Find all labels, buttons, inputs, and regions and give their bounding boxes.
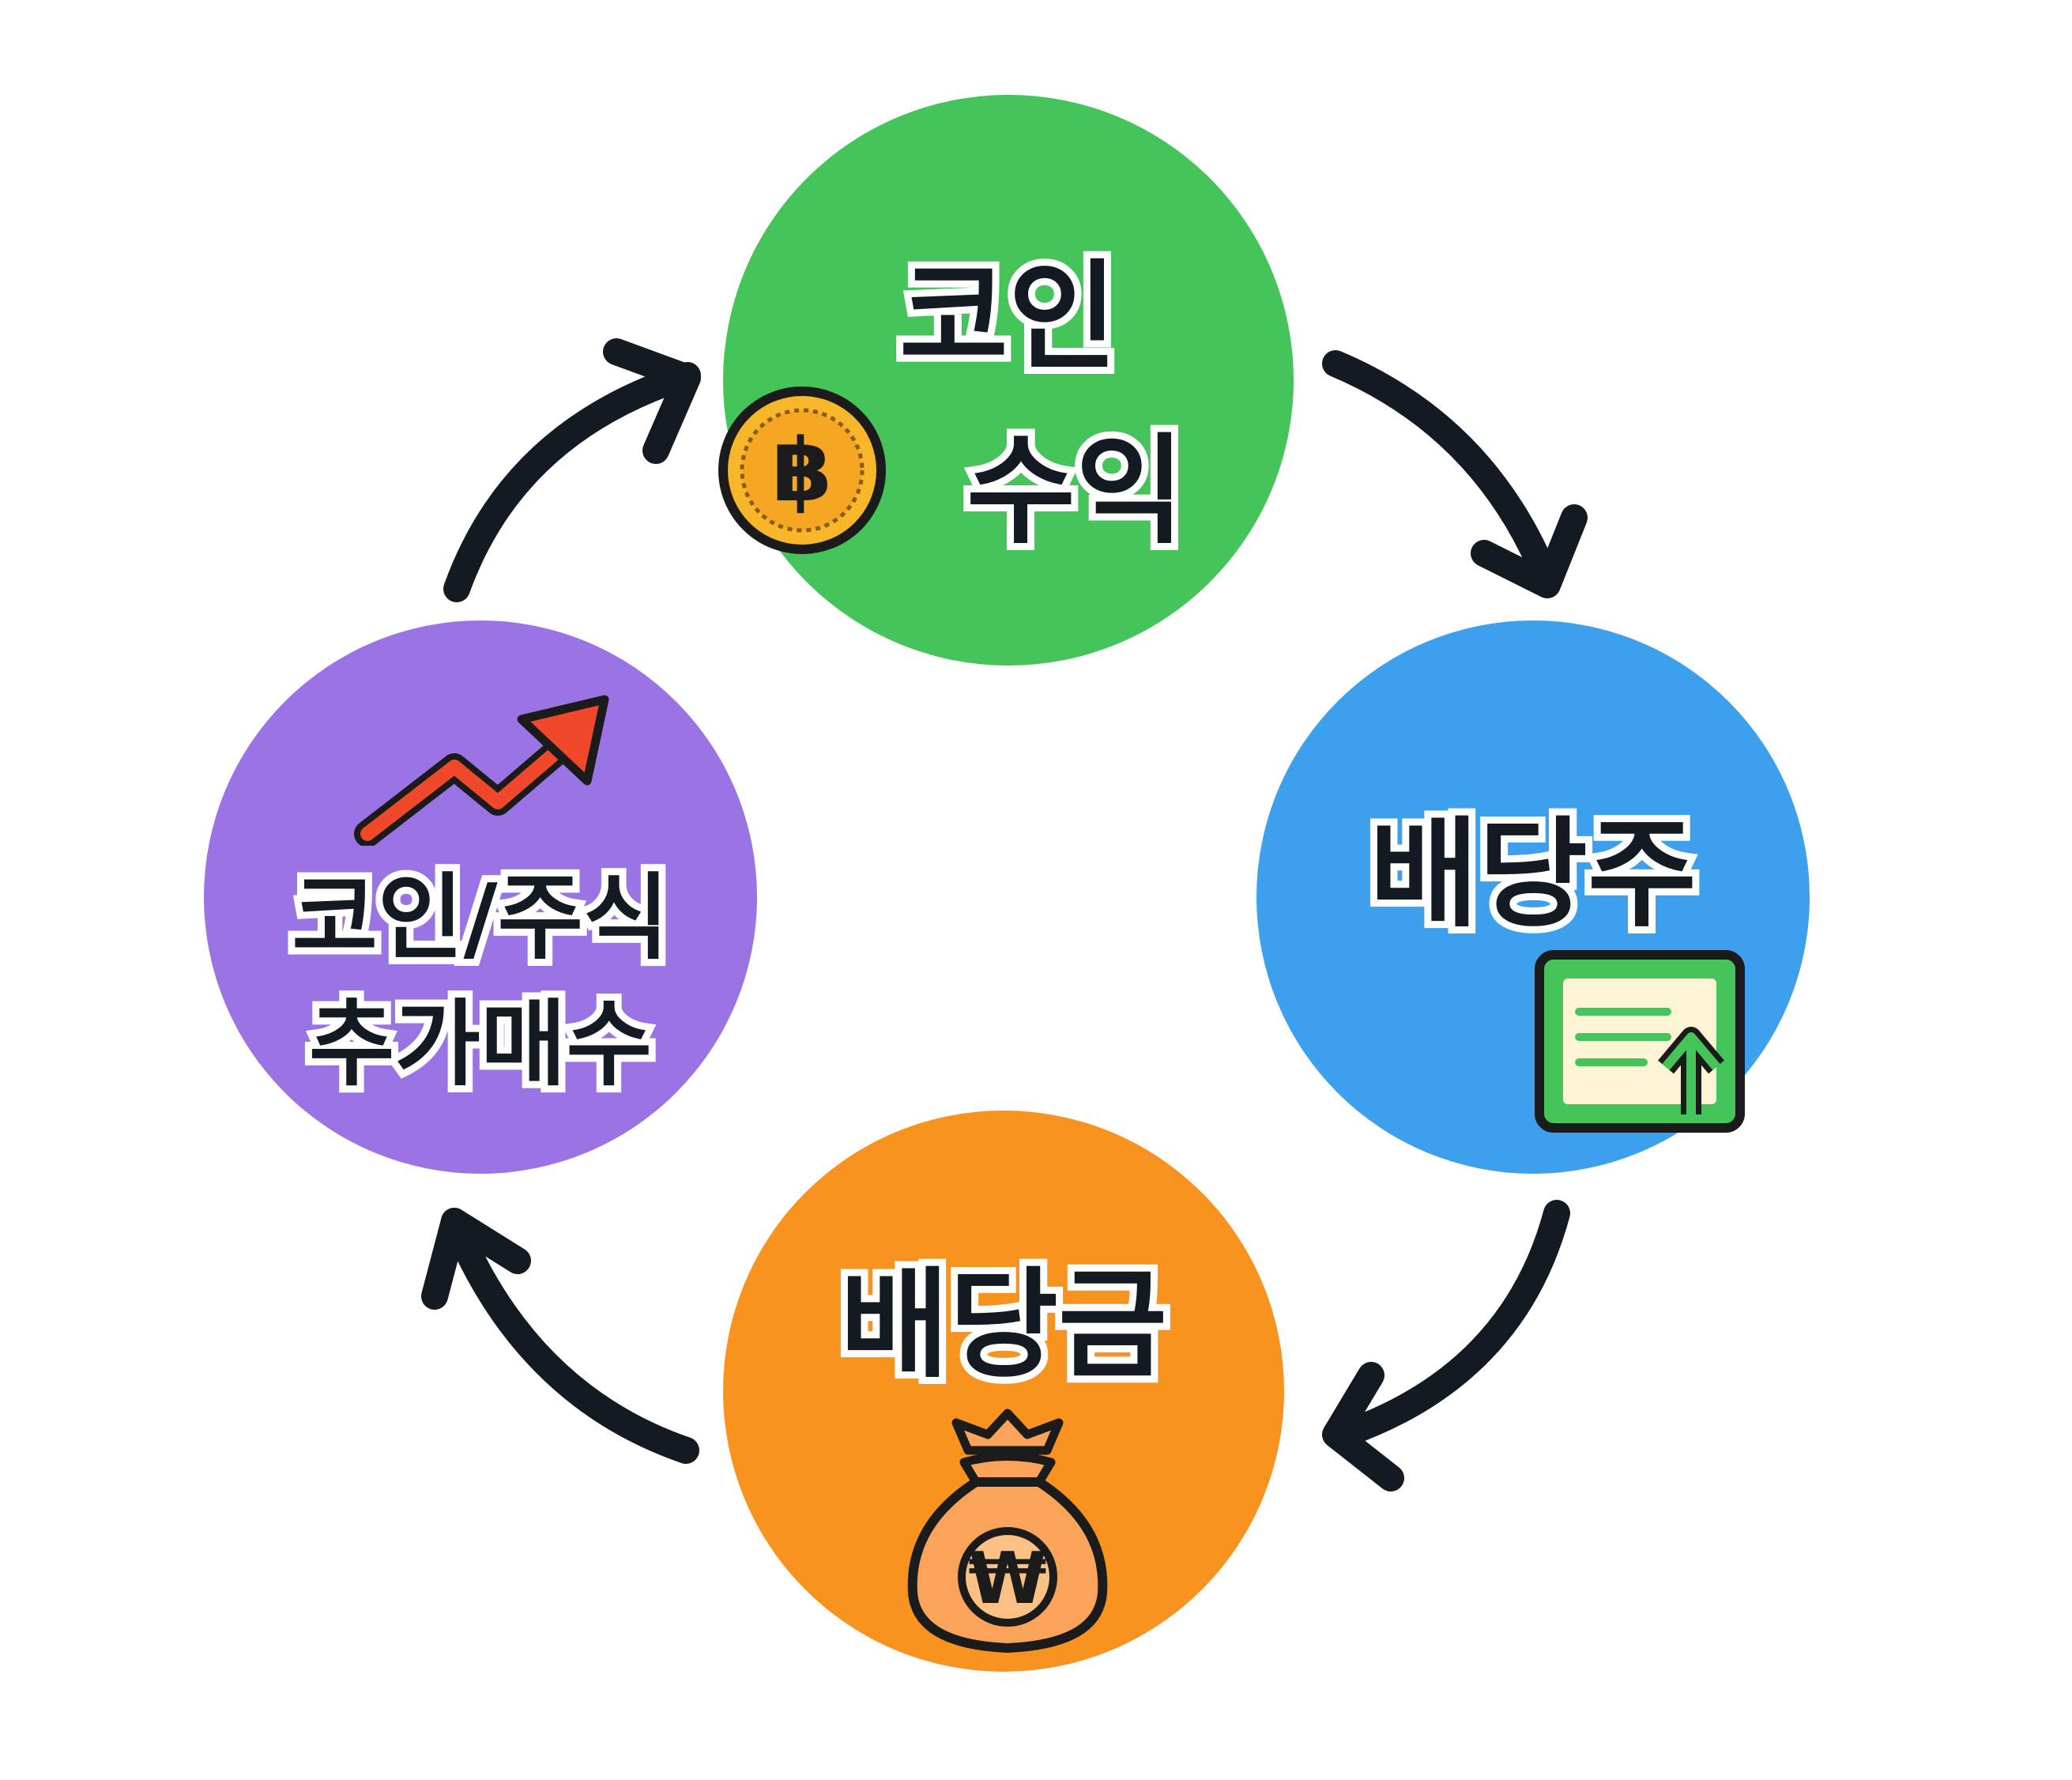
bitcoin-coin-icon: ฿ [718,387,886,554]
svg-text:฿: ฿ [772,420,833,521]
trend-up-arrow-icon [354,695,609,846]
arrow-stock-to-dividend [1322,1200,1570,1492]
svg-text:₩: ₩ [968,1537,1046,1620]
node-dividend-stock-label: 배당주 [1362,799,1704,951]
won-money-bag-icon: ₩ [907,1409,1108,1653]
arrow-reinvest-to-coin [443,338,701,602]
node-coin-profit-label-line1: 코인 [892,242,1125,394]
node-dividend-stock: 배당주 [1256,620,1810,1174]
stock-certificate-icon [1535,950,1745,1133]
node-coin-profit-label-line2: 수익 [959,416,1192,568]
arrow-coin-to-stock [1322,350,1588,598]
node-reinvest: 코인/주식 추가매수 [204,620,757,1174]
node-coin-profit: 코인 수익 [723,95,1294,666]
node-reinvest-label-line2: 추가매수 [302,982,659,1106]
node-dividend-money-label: 배당금 [833,1250,1174,1401]
arrow-dividend-to-reinvest [421,1208,699,1464]
node-reinvest-label-line1: 코인/주식 [284,856,676,979]
